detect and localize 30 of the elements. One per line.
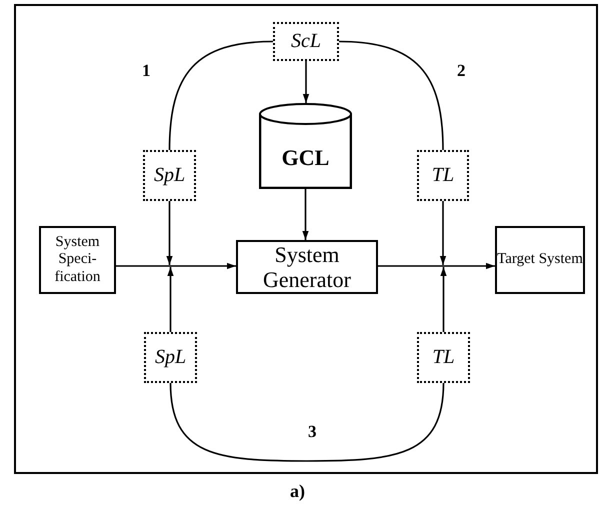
node-label: System Generator [262,242,352,292]
arrow [440,267,447,332]
language-box [417,332,470,383]
node-label: SpL [154,346,186,369]
connector-line [170,382,444,462]
arrow [302,189,309,240]
node-label: TL [432,346,455,369]
arrow [440,201,446,265]
process-box [39,226,116,294]
arrow [166,201,173,265]
node-label: Target System [497,251,583,269]
language-box [273,22,339,61]
node-label: SpL [154,164,186,187]
caption: a) [290,481,305,502]
language-box [143,150,196,201]
process-box [236,240,378,294]
arrow [302,61,310,103]
language-box [417,150,469,201]
arrow [116,262,236,270]
node-label: System Speci- fication [54,234,102,286]
node-label: ScL [291,30,321,53]
database-cylinder [259,103,352,189]
language-box [144,332,197,383]
node-label: TL [432,164,454,187]
node-label: GCL [282,145,330,171]
process-box [495,226,585,294]
connector-line [168,40,274,150]
connector-line [338,40,444,150]
arrow [378,262,495,270]
arrow [167,267,174,332]
